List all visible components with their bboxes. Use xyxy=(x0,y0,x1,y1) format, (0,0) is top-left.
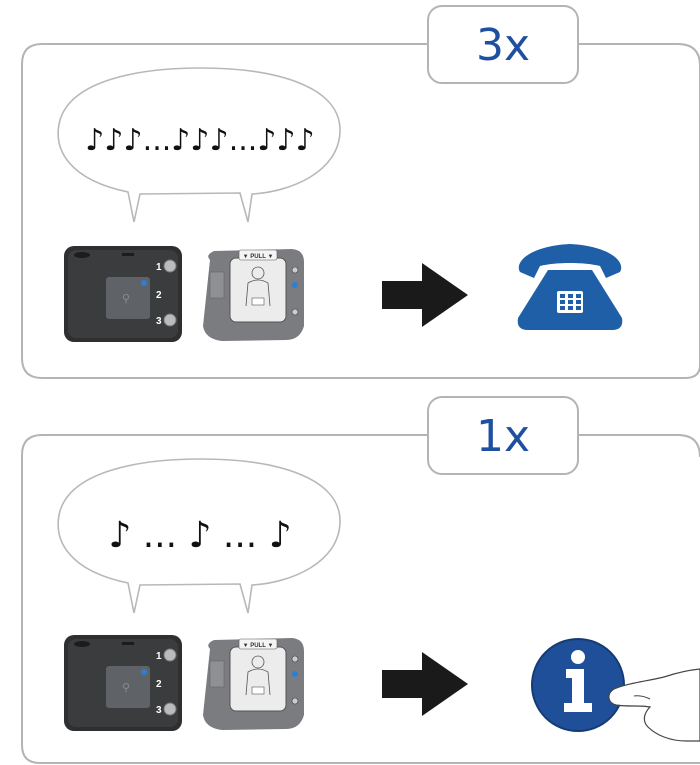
button-number-1: 1 xyxy=(156,262,162,273)
right-arrow-icon xyxy=(382,652,468,716)
svg-text:⚲: ⚲ xyxy=(122,681,130,694)
count-label: 1x xyxy=(476,411,530,462)
panel-3x: 3x ♪♪♪...♪♪♪...♪♪♪ ⚲ 1 2 3 ▼ PULL ▼ xyxy=(21,5,700,379)
button-number-3: 3 xyxy=(156,705,162,716)
speech-bubble xyxy=(57,67,341,223)
button-number-1: 1 xyxy=(156,651,162,662)
telephone-icon xyxy=(517,244,623,330)
aed-device: ⚲ 1 2 3 xyxy=(64,246,182,342)
panel-1x: 1x ♪ ... ♪ ... ♪ ⚲ 1 2 3 ▼ PULL ▼ xyxy=(0,385,700,765)
panel-frame xyxy=(21,43,700,379)
right-arrow-icon xyxy=(382,263,468,327)
pad-cartridge: ▼ PULL ▼ xyxy=(203,249,304,341)
aed-device: ⚲ 1 2 3 xyxy=(64,635,182,731)
count-label: 3x xyxy=(476,20,530,71)
button-number-2: 2 xyxy=(156,290,162,301)
pointing-finger-icon xyxy=(608,668,700,742)
beep-tones: ♪♪♪...♪♪♪...♪♪♪ xyxy=(85,123,315,158)
count-label-box xyxy=(427,396,579,475)
beep-tones: ♪ ... ♪ ... ♪ xyxy=(108,515,291,556)
info-button-icon xyxy=(531,638,625,732)
button-number-3: 3 xyxy=(156,316,162,327)
pad-cartridge: ▼ PULL ▼ xyxy=(203,638,304,730)
button-number-2: 2 xyxy=(156,679,162,690)
count-label-box xyxy=(427,5,579,84)
pull-label: ▼ PULL ▼ xyxy=(243,643,274,649)
speech-bubble xyxy=(57,458,341,614)
svg-text:⚲: ⚲ xyxy=(122,292,130,305)
pull-label: ▼ PULL ▼ xyxy=(243,254,274,260)
